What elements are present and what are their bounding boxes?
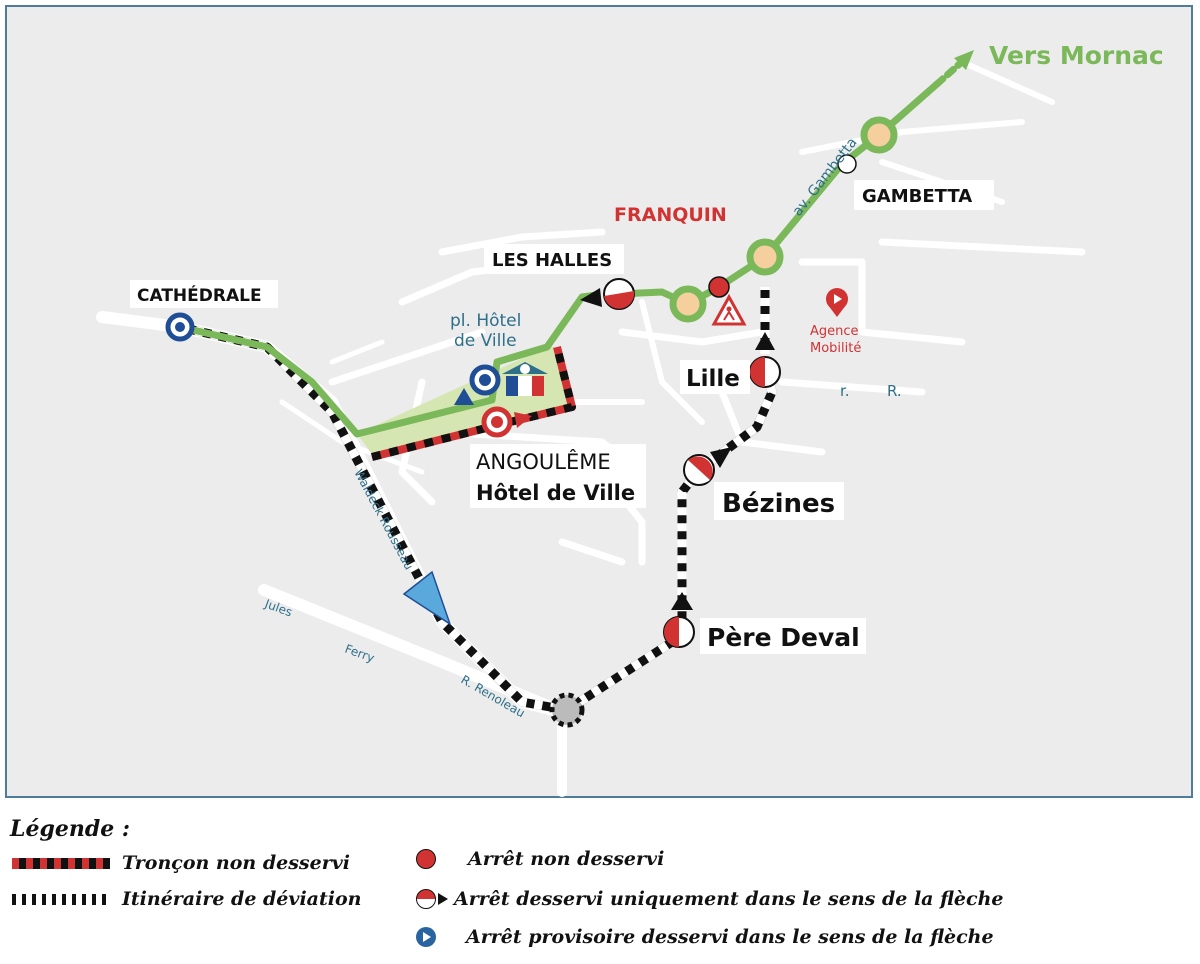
label-agence-2: Mobilité xyxy=(810,341,861,356)
stop-gambetta[interactable] xyxy=(860,116,898,154)
label-pere-deval: Père Deval xyxy=(707,623,860,652)
legend-label: Tronçon non desservi xyxy=(122,852,350,874)
closed-section xyxy=(371,346,576,461)
legend-closed-stop: Arrêt non desservi xyxy=(416,848,664,870)
stop-les-halles[interactable] xyxy=(580,278,635,310)
label-angouleme: ANGOULÊME xyxy=(476,449,611,474)
roadworks-icon xyxy=(711,293,747,326)
temporary-stop-icon xyxy=(416,927,436,947)
legend-deviation: Itinéraire de déviation xyxy=(12,888,361,910)
stop-gambetta-south[interactable] xyxy=(746,238,784,276)
label-lille: Lille xyxy=(686,366,740,392)
label-place-2: de Ville xyxy=(454,331,517,351)
label-les-halles: LES HALLES xyxy=(492,250,612,271)
labels: Vers Mornac CATHÉDRALE LES HALLES FRANQU… xyxy=(130,41,1164,720)
stop-hotel-de-ville-temp[interactable] xyxy=(454,364,501,405)
stop-minor[interactable] xyxy=(837,154,857,174)
label-agence-1: Agence xyxy=(810,324,859,339)
legend-label: Arrêt provisoire desservi dans le sens d… xyxy=(466,926,994,948)
legend-title: Légende : xyxy=(10,816,131,842)
label-destination: Vers Mornac xyxy=(989,41,1164,70)
roads xyxy=(96,59,1086,797)
roundabout xyxy=(549,692,585,728)
street-waldeck: Waldeck Rousseau xyxy=(351,467,416,572)
legend-one-way-stop: Arrêt desservi uniquement dans le sens d… xyxy=(416,888,1003,910)
label-franquin: FRANQUIN xyxy=(614,204,727,226)
stop-bezines[interactable] xyxy=(683,447,732,486)
temporary-direction-arrow-icon xyxy=(402,570,452,626)
map-frame: Vers Mornac CATHÉDRALE LES HALLES FRANQU… xyxy=(5,5,1193,798)
legend-label: Itinéraire de déviation xyxy=(122,888,362,910)
stop-hotel-de-ville-closed[interactable] xyxy=(481,406,532,438)
stop-cathedrale[interactable] xyxy=(165,312,195,342)
label-place-1: pl. Hôtel xyxy=(450,311,521,331)
stop-lille[interactable] xyxy=(749,332,781,388)
map-canvas: Vers Mornac CATHÉDRALE LES HALLES FRANQU… xyxy=(96,41,1164,797)
legend-temporary-stop: Arrêt provisoire desservi dans le sens d… xyxy=(416,926,994,948)
agence-pin-icon xyxy=(826,288,848,317)
destination-arrow-icon xyxy=(954,50,974,70)
deviation-swatch-icon xyxy=(12,893,110,905)
closed-stop-icon xyxy=(416,849,436,869)
stop-franquin[interactable] xyxy=(669,285,707,323)
one-way-stop-icon xyxy=(416,889,448,909)
legend-label: Arrêt desservi uniquement dans le sens d… xyxy=(454,888,1004,910)
legend-label: Arrêt non desservi xyxy=(468,848,665,870)
label-hotel-de-ville: Hôtel de Ville xyxy=(476,481,635,505)
stop-pere-deval[interactable] xyxy=(663,592,695,648)
label-bezines: Bézines xyxy=(722,489,835,519)
label-cathedrale: CATHÉDRALE xyxy=(137,284,262,306)
street-r1: r. xyxy=(840,382,850,400)
town-hall-icon xyxy=(502,362,548,396)
street-ferry: Ferry xyxy=(343,642,376,666)
street-r2: R. xyxy=(887,382,902,400)
label-gambetta: GAMBETTA xyxy=(862,186,972,207)
legend-closed-section: Tronçon non desservi xyxy=(12,852,350,874)
stop-closed-red[interactable] xyxy=(708,276,730,298)
closed-section-swatch-icon xyxy=(12,857,110,869)
legend: Légende : Tronçon non desservi Itinérair… xyxy=(0,808,1200,964)
